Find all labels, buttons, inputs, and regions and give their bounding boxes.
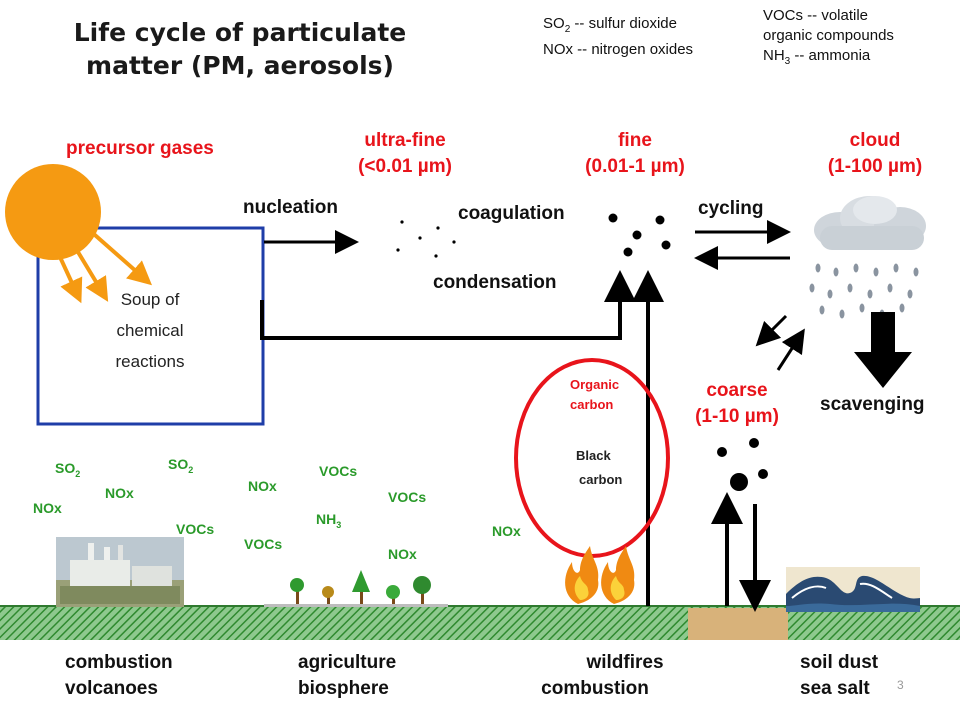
source-line-biosphere: biosphere [298,678,389,699]
emission-nox-3: NOx [248,478,277,494]
slide-number: 3 [897,678,904,692]
label-scavenging: scavenging [820,394,925,415]
source-line-agriculture: agriculture [298,652,397,673]
source-agriculture-biosphere: agriculture biosphere [298,650,396,702]
condensation-path-arrow [260,270,636,340]
organic-line-1: Organic [570,377,620,392]
label-organic-carbon: Organic carbon [570,375,619,415]
label-cycling: cycling [698,198,764,219]
cloud-size: (1-100 µm) [827,156,923,177]
soup-text: Soup of chemical reactions [80,284,220,377]
label-nucleation: nucleation [243,197,339,218]
ultrafine-label: ultra-fine [364,130,446,151]
fine-particles [608,213,671,257]
emission-so2-1: SO2 [55,460,81,479]
source-line-combustion: combustion [65,652,173,673]
legend-nh3: NH3 -- ammonia [763,47,871,67]
emission-nox-4: NOx [388,546,417,562]
emission-vocs-1: VOCs [176,521,215,537]
black-line-2: carbon [579,472,623,487]
factory-icon [56,537,184,607]
source-wildfires-combustion: wildfires combustion [520,650,670,702]
emission-nox-2: NOx [33,500,62,516]
rain-cloud-icon [809,196,926,319]
legend-vocs-1: VOCs -- volatile [763,7,869,24]
sun-icon [5,164,153,304]
soup-line-3: reactions [115,352,185,371]
fire-icon [565,546,635,604]
source-line-volcanoes: volcanoes [65,678,158,699]
wave-icon [786,567,920,612]
emission-nox-5: NOx [492,523,521,539]
soup-line-1: Soup of [120,290,180,309]
ultrafine-size: (<0.01 µm) [358,156,452,177]
label-condensation: condensation [433,272,557,293]
emission-nh3: NH3 [316,511,342,530]
emission-nox-1: NOx [105,485,134,501]
emission-vocs-3: VOCs [388,489,427,505]
label-black-carbon: Black carbon [576,444,622,492]
fine-label: fine [618,130,652,151]
legend-vocs-nh3: VOCs -- volatile organic compounds NH3 -… [763,6,894,72]
source-soildust-seasalt: soil dust sea salt [800,650,878,702]
emission-vocs-2: VOCs [319,463,358,479]
fine-size: (0.01-1 µm) [585,156,685,177]
emission-vocs-4: VOCs [244,536,283,552]
organic-line-2: carbon [570,397,614,412]
label-precursor-gases: precursor gases [66,138,214,159]
source-line-combustion-2: combustion [541,678,649,699]
page-title: Life cycle of particulate matter (PM, ae… [60,16,420,82]
label-fine: fine (0.01-1 µm) [560,128,710,180]
trees-icon [264,570,448,607]
emission-so2-2: SO2 [168,456,194,475]
coarse-size: (1-10 µm) [695,406,779,427]
source-line-wildfires: wildfires [586,652,664,673]
soup-line-2: chemical [116,321,184,340]
legend-vocs-2: organic compounds [763,27,894,44]
label-ultrafine: ultra-fine (<0.01 µm) [330,128,480,180]
label-cloud: cloud (1-100 µm) [800,128,950,180]
coarse-particles [717,438,768,491]
source-line-seasalt: sea salt [800,678,870,699]
ultrafine-particles [396,220,456,258]
black-line-1: Black [576,448,611,463]
cloud-label: cloud [849,130,901,151]
title-line-2: matter (PM, aerosols) [86,51,394,80]
scavenging-arrow [854,312,912,388]
source-line-soildust: soil dust [800,652,879,673]
label-coarse: coarse (1-10 µm) [672,378,802,430]
legend-so2-nox: SO2 -- sulfur dioxide NOx -- nitrogen ox… [543,14,693,60]
coarse-label: coarse [706,380,768,401]
legend-so2: SO2 -- sulfur dioxide [543,15,677,35]
label-coagulation: coagulation [458,203,565,224]
coarse-to-cloud-arrow [776,328,805,371]
title-line-1: Life cycle of particulate [73,18,407,47]
cloud-to-coarse-arrow [755,314,788,347]
legend-nox: NOx -- nitrogen oxides [543,41,694,58]
source-combustion-volcanoes: combustion volcanoes [65,650,173,702]
